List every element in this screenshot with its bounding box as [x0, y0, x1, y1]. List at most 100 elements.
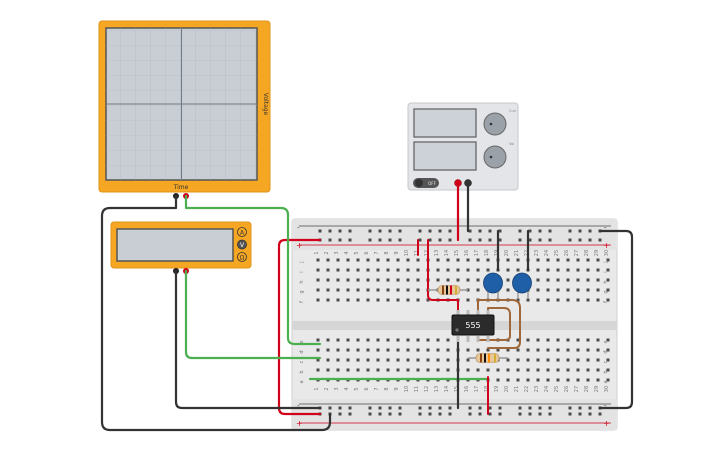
terminal-hole[interactable] [396, 338, 400, 342]
terminal-hole[interactable] [556, 368, 560, 372]
terminal-hole[interactable] [326, 348, 330, 352]
rail-hole[interactable] [428, 229, 432, 233]
terminal-hole[interactable] [326, 258, 330, 262]
terminal-hole[interactable] [586, 368, 590, 372]
terminal-hole[interactable] [336, 338, 340, 342]
rail-hole[interactable] [438, 229, 442, 233]
terminal-hole[interactable] [436, 338, 440, 342]
rail-hole[interactable] [518, 406, 522, 410]
rail-hole[interactable] [328, 238, 332, 242]
terminal-hole[interactable] [456, 258, 460, 262]
terminal-hole[interactable] [526, 298, 530, 302]
terminal-hole[interactable] [536, 368, 540, 372]
terminal-hole[interactable] [486, 368, 490, 372]
terminal-hole[interactable] [446, 268, 450, 272]
terminal-hole[interactable] [366, 358, 370, 362]
terminal-hole[interactable] [556, 258, 560, 262]
terminal-hole[interactable] [506, 258, 510, 262]
terminal-hole[interactable] [376, 348, 380, 352]
terminal-hole[interactable] [356, 358, 360, 362]
terminal-hole[interactable] [566, 288, 570, 292]
terminal-hole[interactable] [416, 338, 420, 342]
terminal-hole[interactable] [486, 268, 490, 272]
terminal-hole[interactable] [506, 368, 510, 372]
terminal-hole[interactable] [606, 288, 610, 292]
rail-hole[interactable] [548, 412, 552, 416]
terminal-hole[interactable] [406, 368, 410, 372]
terminal-hole[interactable] [376, 358, 380, 362]
rail-hole[interactable] [478, 406, 482, 410]
rail-hole[interactable] [338, 238, 342, 242]
terminal-hole[interactable] [426, 338, 430, 342]
rail-hole[interactable] [538, 406, 542, 410]
terminal-hole[interactable] [336, 358, 340, 362]
terminal-hole[interactable] [356, 338, 360, 342]
terminal-hole[interactable] [466, 278, 470, 282]
rail-hole[interactable] [428, 238, 432, 242]
terminal-hole[interactable] [536, 268, 540, 272]
ic-555[interactable]: 555 [451, 310, 495, 342]
terminal-hole[interactable] [586, 258, 590, 262]
terminal-hole[interactable] [416, 358, 420, 362]
terminal-hole[interactable] [376, 298, 380, 302]
capacitor-1[interactable] [483, 272, 503, 298]
terminal-hole[interactable] [606, 298, 610, 302]
rail-hole[interactable] [388, 238, 392, 242]
terminal-hole[interactable] [506, 268, 510, 272]
terminal-hole[interactable] [576, 258, 580, 262]
terminal-hole[interactable] [336, 278, 340, 282]
terminal-hole[interactable] [386, 358, 390, 362]
terminal-hole[interactable] [476, 348, 480, 352]
terminal-hole[interactable] [566, 358, 570, 362]
terminal-hole[interactable] [406, 268, 410, 272]
power-supply-voltage-knob[interactable] [483, 145, 507, 169]
terminal-hole[interactable] [556, 358, 560, 362]
terminal-hole[interactable] [576, 338, 580, 342]
rail-hole[interactable] [368, 412, 372, 416]
terminal-hole[interactable] [546, 288, 550, 292]
terminal-hole[interactable] [596, 358, 600, 362]
terminal-hole[interactable] [596, 268, 600, 272]
rail-hole[interactable] [388, 229, 392, 233]
terminal-hole[interactable] [316, 368, 320, 372]
terminal-hole[interactable] [506, 348, 510, 352]
terminal-hole[interactable] [566, 298, 570, 302]
terminal-hole[interactable] [586, 298, 590, 302]
wire-multimeter-ground[interactable] [174, 269, 322, 410]
terminal-hole[interactable] [416, 268, 420, 272]
terminal-hole[interactable] [406, 348, 410, 352]
terminal-hole[interactable] [336, 268, 340, 272]
terminal-hole[interactable] [556, 378, 560, 382]
terminal-hole[interactable] [356, 348, 360, 352]
rail-hole[interactable] [438, 406, 442, 410]
terminal-hole[interactable] [526, 378, 530, 382]
terminal-hole[interactable] [476, 278, 480, 282]
terminal-hole[interactable] [596, 258, 600, 262]
terminal-hole[interactable] [466, 298, 470, 302]
terminal-hole[interactable] [516, 258, 520, 262]
terminal-hole[interactable] [356, 368, 360, 372]
terminal-hole[interactable] [606, 258, 610, 262]
terminal-hole[interactable] [366, 338, 370, 342]
terminal-hole[interactable] [386, 338, 390, 342]
terminal-hole[interactable] [356, 268, 360, 272]
terminal-hole[interactable] [356, 288, 360, 292]
terminal-hole[interactable] [546, 268, 550, 272]
rail-hole[interactable] [378, 229, 382, 233]
rail-hole[interactable] [588, 412, 592, 416]
terminal-hole[interactable] [586, 288, 590, 292]
rail-hole[interactable] [578, 412, 582, 416]
terminal-hole[interactable] [376, 338, 380, 342]
terminal-hole[interactable] [366, 368, 370, 372]
terminal-hole[interactable] [596, 378, 600, 382]
terminal-hole[interactable] [456, 278, 460, 282]
multimeter-mode-v[interactable] [237, 239, 247, 250]
terminal-hole[interactable] [576, 268, 580, 272]
rail-hole[interactable] [468, 238, 472, 242]
terminal-hole[interactable] [416, 288, 420, 292]
power-supply[interactable]: Curr Vol OFF [407, 102, 519, 191]
terminal-hole[interactable] [556, 288, 560, 292]
terminal-hole[interactable] [516, 338, 520, 342]
terminal-hole[interactable] [516, 368, 520, 372]
terminal-hole[interactable] [386, 348, 390, 352]
